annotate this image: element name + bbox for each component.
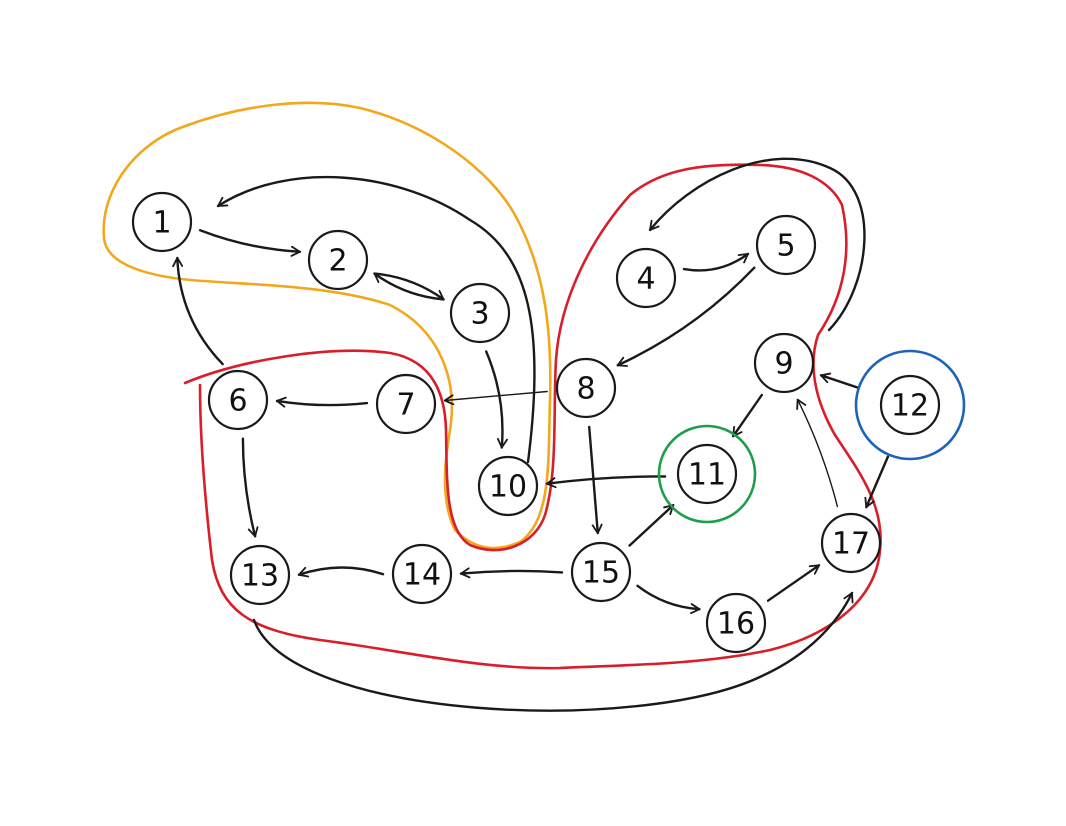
node-13-circle <box>229 544 291 606</box>
node-16: 16 <box>705 592 767 654</box>
node-15-label: 15 <box>582 556 620 591</box>
edge-9-11 <box>732 393 763 438</box>
edge-5-8 <box>616 266 756 367</box>
node-3-circle <box>449 282 511 344</box>
node-11-circle <box>676 443 738 505</box>
node-6-circle <box>207 369 269 431</box>
node-14-label: 14 <box>403 558 441 593</box>
node-12-label: 12 <box>891 389 929 424</box>
edge-6-13 <box>241 437 259 538</box>
node-7-circle <box>375 373 437 435</box>
edge-17-4 <box>648 157 866 332</box>
node-15-circle <box>570 541 632 603</box>
node-3-label: 3 <box>470 297 489 332</box>
edge-15-14 <box>459 567 564 579</box>
node-3: 3 <box>449 282 511 344</box>
node-2-label: 2 <box>328 244 347 279</box>
node-5-label: 5 <box>776 229 795 264</box>
node-4-circle <box>615 247 677 309</box>
edge-11-10 <box>545 475 667 489</box>
node-16-label: 16 <box>717 607 755 642</box>
node-2-circle <box>307 229 369 291</box>
edge-17-9 <box>796 398 839 508</box>
node-6-label: 6 <box>228 384 247 419</box>
node-13: 13 <box>229 544 291 606</box>
edge-3-2 <box>373 272 445 301</box>
node-17-label: 17 <box>832 527 870 562</box>
node-11: 11 <box>657 424 757 524</box>
edge-13-17 <box>252 591 854 712</box>
node-12: 12 <box>854 349 966 461</box>
edge-3-10 <box>485 350 508 449</box>
orange-region-outline <box>102 101 552 550</box>
node-13-label: 13 <box>241 559 279 594</box>
edge-6-1 <box>172 256 224 366</box>
node-15: 15 <box>570 541 632 603</box>
node-12-blue-ring <box>854 349 966 461</box>
node-4: 4 <box>615 247 677 309</box>
node-9-label: 9 <box>774 347 793 382</box>
edge-4-5 <box>682 252 750 272</box>
edge-7-6 <box>275 396 369 408</box>
edge-10-1 <box>216 175 536 464</box>
node-9: 9 <box>753 332 815 394</box>
edge-8-7 <box>443 390 548 406</box>
node-8-label: 8 <box>576 372 595 407</box>
edge-1-2 <box>198 229 302 257</box>
node-1-label: 1 <box>152 206 171 241</box>
node-6: 6 <box>207 369 269 431</box>
node-17-circle <box>820 512 882 574</box>
node-10: 10 <box>477 455 539 517</box>
edge-15-11 <box>628 504 675 547</box>
node-10-circle <box>477 455 539 517</box>
node-9-circle <box>753 332 815 394</box>
edge-2-3 <box>373 272 445 301</box>
node-16-circle <box>705 592 767 654</box>
edge-14-13 <box>297 566 385 578</box>
node-12-circle <box>879 374 941 436</box>
node-5: 5 <box>755 214 817 276</box>
node-8-circle <box>555 357 617 419</box>
edge-16-17 <box>766 564 821 602</box>
node-7-label: 7 <box>396 388 415 423</box>
node-1: 1 <box>131 191 193 253</box>
node-4-label: 4 <box>636 262 655 297</box>
node-17: 17 <box>820 512 882 574</box>
node-8: 8 <box>555 357 617 419</box>
edge-15-16 <box>636 584 701 615</box>
edge-12-9 <box>819 372 859 389</box>
node-14: 14 <box>391 543 453 605</box>
node-14-circle <box>391 543 453 605</box>
node-11-label: 11 <box>688 458 726 493</box>
edge-12-17 <box>864 455 890 509</box>
node-2: 2 <box>307 229 369 291</box>
node-11-green-ring <box>657 424 757 524</box>
node-5-circle <box>755 214 817 276</box>
node-10-label: 10 <box>489 470 527 505</box>
red-region-outline <box>183 163 882 670</box>
node-7: 7 <box>375 373 437 435</box>
node-1-circle <box>131 191 193 253</box>
